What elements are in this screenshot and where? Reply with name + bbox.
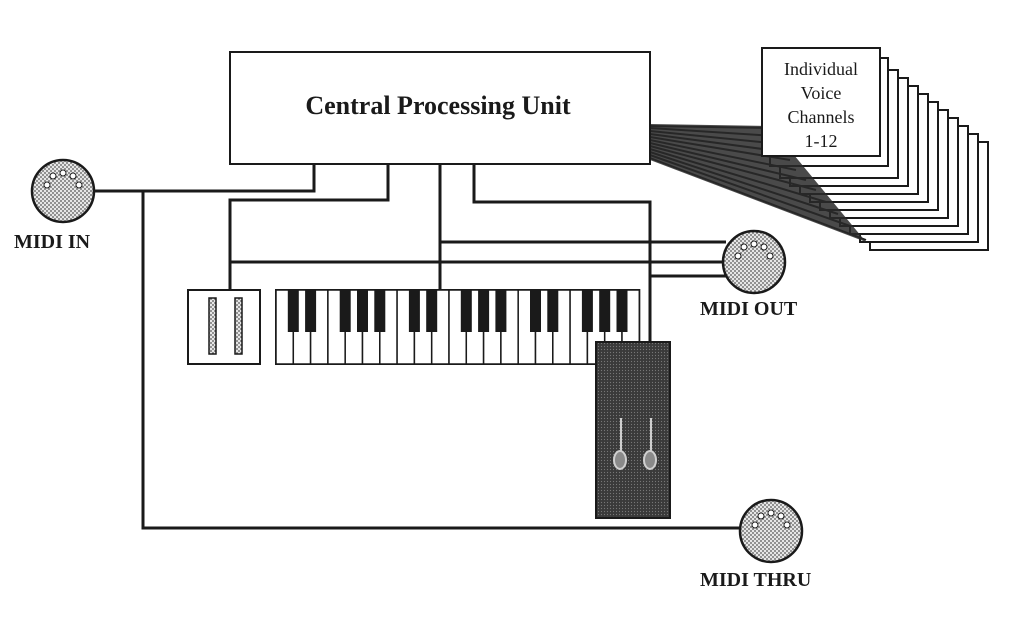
cpu-box bbox=[229, 51, 651, 165]
voice-channel-label: Individual Voice Channels 1-12 bbox=[784, 59, 858, 151]
keyboard bbox=[275, 289, 641, 365]
black-key bbox=[357, 290, 368, 332]
fader-slider-icon bbox=[208, 297, 217, 355]
signal-wiring bbox=[94, 164, 742, 530]
svg-text:Channels: Channels bbox=[788, 107, 855, 127]
svg-text:Voice: Voice bbox=[801, 83, 842, 103]
midi-in-label: MIDI IN bbox=[14, 231, 91, 253]
fader-slider-icon bbox=[234, 297, 243, 355]
pedal-lever-icon bbox=[643, 418, 657, 470]
svg-text:Individual: Individual bbox=[784, 59, 858, 79]
black-key bbox=[426, 290, 438, 332]
pedal-lever-icon bbox=[613, 418, 627, 470]
black-key bbox=[287, 290, 299, 332]
black-key bbox=[616, 290, 628, 332]
midi-out-label: MIDI OUT bbox=[700, 298, 798, 320]
midi-thru-connector bbox=[738, 498, 804, 564]
cpu-label: Central Processing Unit bbox=[305, 91, 571, 120]
black-key bbox=[408, 290, 420, 332]
black-key bbox=[339, 290, 351, 332]
midi-din-connector-icon bbox=[738, 498, 804, 564]
midi-out-connector bbox=[721, 229, 787, 295]
voice-channel-card bbox=[761, 47, 881, 157]
midi-din-connector-icon bbox=[30, 158, 96, 224]
black-key bbox=[460, 290, 472, 332]
voice-channel-bus bbox=[649, 124, 867, 242]
black-key bbox=[530, 290, 541, 332]
black-key bbox=[547, 290, 559, 332]
slider-panel bbox=[187, 289, 261, 365]
black-key bbox=[305, 290, 317, 332]
black-key bbox=[599, 290, 611, 332]
black-key bbox=[581, 290, 593, 332]
midi-din-connector-icon bbox=[721, 229, 787, 295]
black-key bbox=[495, 290, 507, 332]
black-key bbox=[478, 290, 490, 332]
midi-thru-label: MIDI THRU bbox=[700, 569, 811, 591]
pedal-unit bbox=[595, 341, 671, 519]
black-key bbox=[374, 290, 386, 332]
svg-text:1-12: 1-12 bbox=[805, 131, 838, 151]
midi-in-connector bbox=[30, 158, 96, 224]
